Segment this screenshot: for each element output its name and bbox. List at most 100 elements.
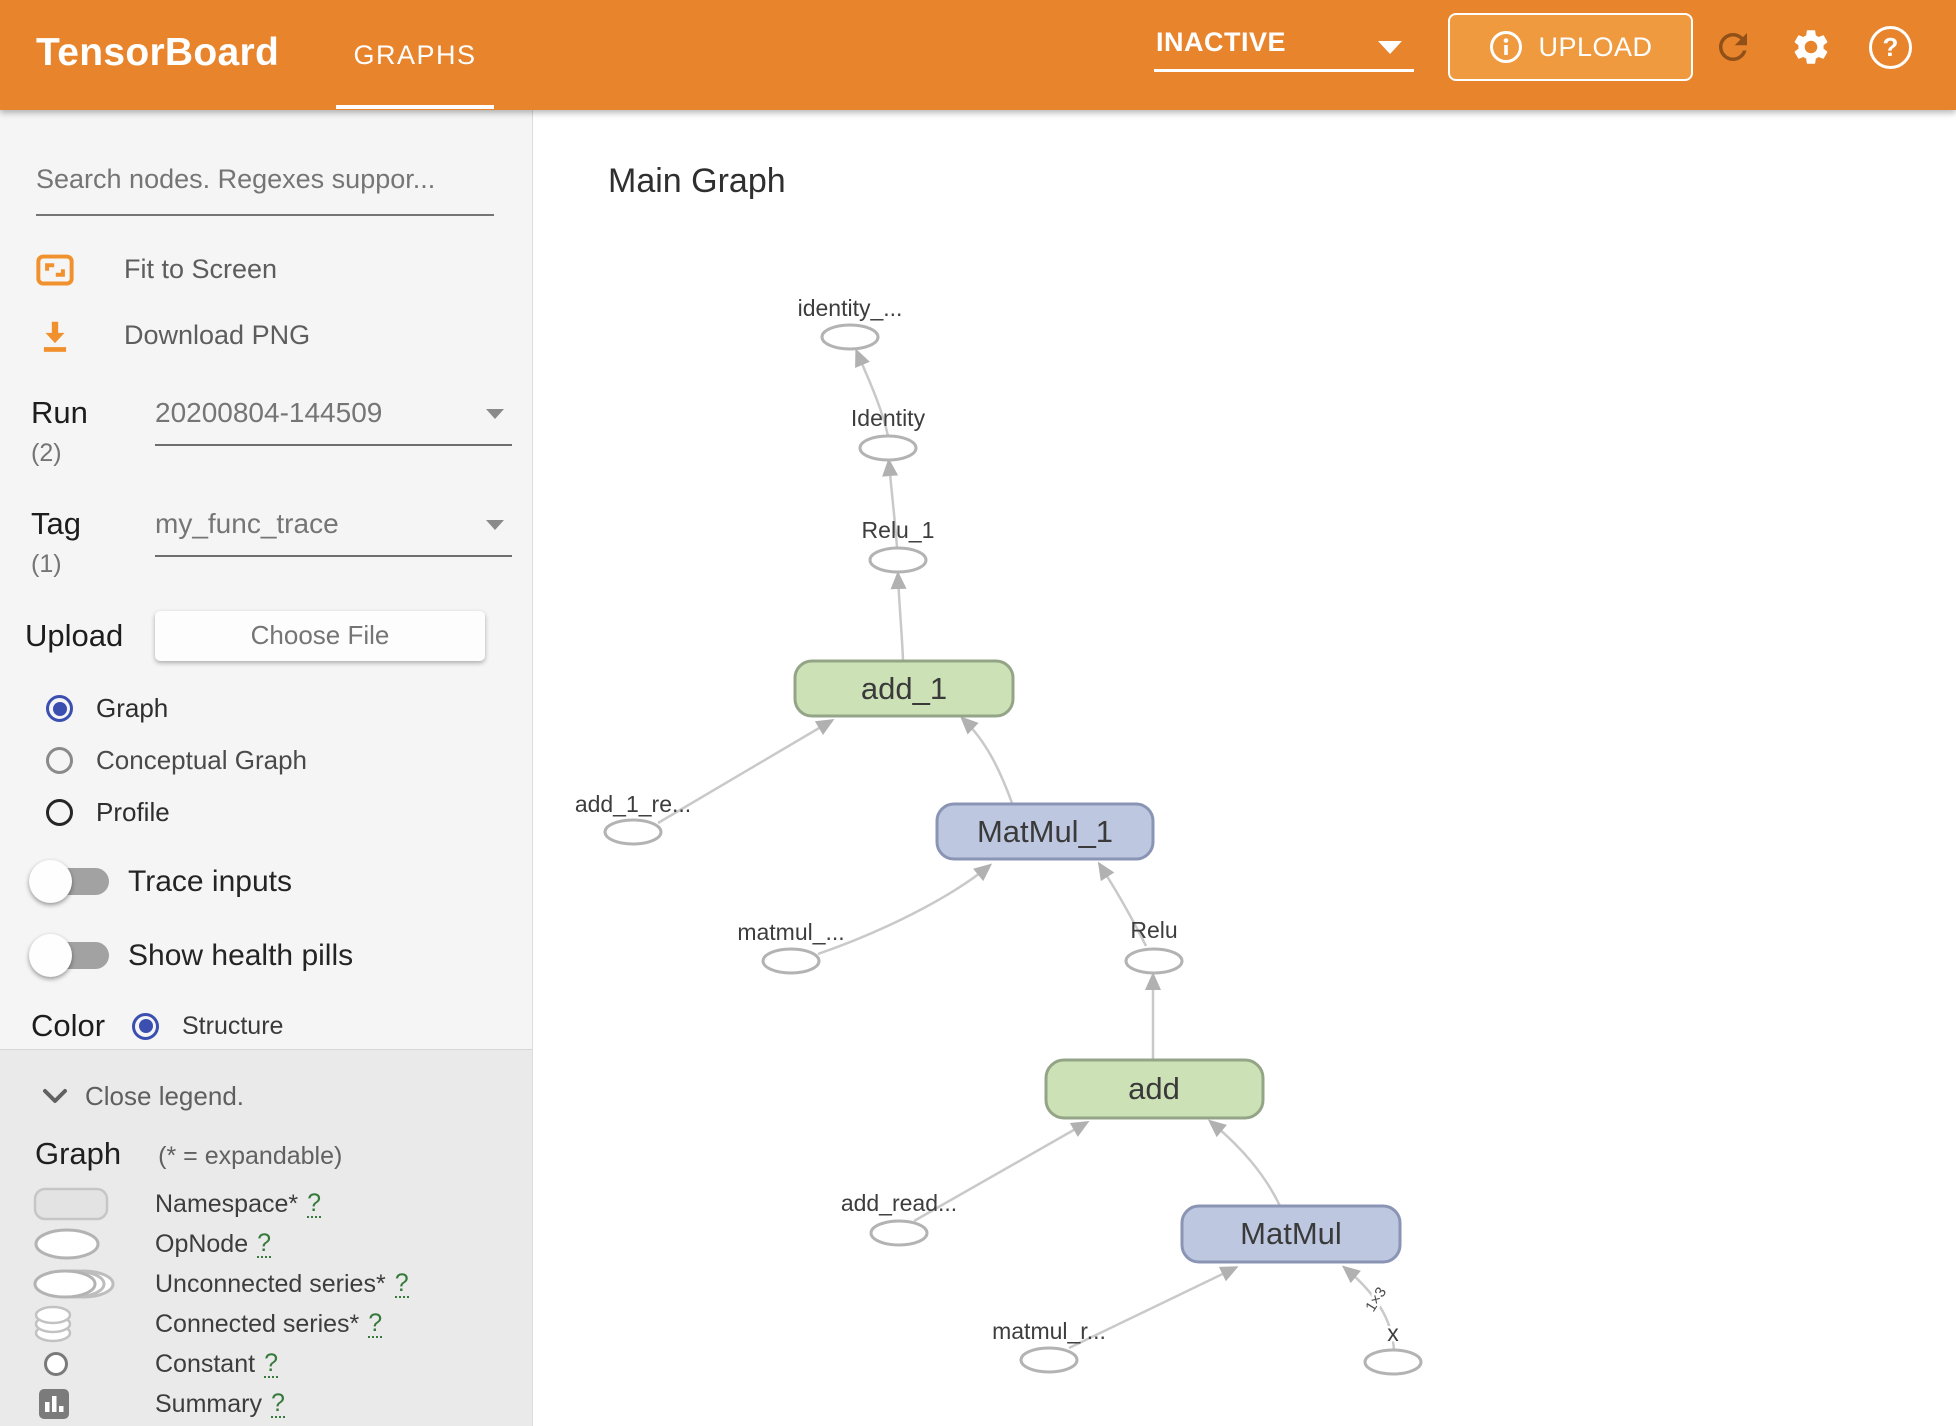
graph-edges: 1×3	[657, 348, 1396, 1351]
radio-option-conceptual-graph[interactable]: Conceptual Graph	[46, 735, 532, 787]
node-label: matmul_...	[737, 919, 844, 945]
color-by-label: Color	[31, 1008, 106, 1044]
upload-file-row: Upload Choose File	[25, 610, 532, 661]
unconnected-series-shape-icon	[33, 1269, 115, 1299]
node-relu-1[interactable]: Relu_1	[862, 517, 935, 574]
edge-add1read-to-add1	[657, 718, 835, 825]
opnode-shape-icon	[34, 1228, 100, 1260]
fit-to-screen-button[interactable]: Fit to Screen	[36, 248, 532, 292]
status-dropdown-underline	[1154, 69, 1414, 72]
node-label: identity_...	[798, 295, 903, 321]
tab-graphs-label: GRAPHS	[353, 39, 477, 70]
legend-item-summary: Summary ?	[0, 1384, 532, 1424]
node-label: MatMul_1	[977, 814, 1113, 849]
download-png-button[interactable]: Download PNG	[36, 314, 532, 358]
legend-item-connected-series: Connected series* ?	[0, 1304, 532, 1344]
help-icon[interactable]: ?	[1869, 26, 1912, 69]
legend-items: Namespace* ? OpNode ?	[0, 1184, 532, 1424]
node-relu[interactable]: Relu	[1124, 917, 1184, 975]
trace-inputs-label: Trace inputs	[128, 864, 292, 898]
edge-relu-to-matmul1	[1097, 861, 1148, 947]
choose-file-button[interactable]: Choose File	[155, 610, 485, 661]
download-png-label: Download PNG	[124, 320, 311, 351]
tag-label: Tag	[31, 506, 81, 542]
tag-field: Tag (1) my_func_trace	[31, 506, 532, 579]
upload-file-label: Upload	[25, 617, 124, 653]
node-matmul[interactable]: MatMul	[1180, 1204, 1402, 1264]
node-add-1[interactable]: add_1	[793, 659, 1015, 718]
legend-item-unconnected-series: Unconnected series* ?	[0, 1264, 532, 1304]
edge-matmul-to-add	[1207, 1119, 1283, 1209]
upload-button[interactable]: UPLOAD	[1448, 13, 1693, 81]
node-matmul-1[interactable]: MatMul_1	[935, 802, 1155, 861]
search-input[interactable]	[36, 164, 494, 216]
help-link[interactable]: ?	[270, 1389, 285, 1419]
edge-matmul1-to-add1	[960, 716, 1014, 804]
settings-gear-icon[interactable]	[1790, 26, 1832, 68]
node-x[interactable]: x	[1363, 1318, 1423, 1376]
constant-shape-icon	[44, 1352, 68, 1377]
node-add-1-read[interactable]: add_1_re...	[575, 791, 691, 846]
toggle-off-icon	[29, 934, 109, 978]
node-label: add_read...	[841, 1190, 957, 1216]
upload-button-label: UPLOAD	[1538, 31, 1653, 62]
sidebar: Fit to Screen Download PNG Run (2) 20200…	[0, 110, 533, 1426]
connected-series-shape-icon	[34, 1306, 72, 1343]
fit-to-screen-label: Fit to Screen	[124, 254, 278, 285]
toggle-group: Trace inputs Show health pills	[0, 859, 532, 979]
tab-graphs[interactable]: GRAPHS	[336, 0, 494, 110]
tag-count: (1)	[31, 549, 62, 578]
chevron-down-icon	[486, 409, 504, 420]
fit-to-screen-icon	[36, 254, 74, 286]
status-dropdown-value: INACTIVE	[1156, 27, 1287, 57]
close-legend-button[interactable]: Close legend.	[42, 1078, 532, 1114]
radio-option-profile[interactable]: Profile	[46, 787, 532, 839]
run-field: Run (2) 20200804-144509	[31, 397, 532, 468]
legend-heading-row: Graph (* = expandable)	[35, 1136, 532, 1174]
run-select[interactable]: 20200804-144509	[155, 397, 512, 447]
refresh-icon[interactable]	[1712, 26, 1754, 68]
help-link[interactable]: ?	[394, 1269, 409, 1299]
node-label: Identity	[851, 405, 926, 431]
header: TensorBoard GRAPHS INACTIVE UPLOAD ?	[0, 0, 1956, 110]
node-identity-out[interactable]: identity_...	[798, 295, 903, 351]
color-structure-radio[interactable]	[132, 1012, 159, 1040]
summary-bar-chart-icon	[39, 1389, 69, 1420]
tag-select-value: my_func_trace	[155, 508, 339, 540]
help-link[interactable]: ?	[264, 1349, 278, 1379]
node-identity[interactable]: Identity	[851, 405, 926, 462]
edge-matmul1read-to-matmul1	[817, 863, 993, 956]
legend-label: Summary	[155, 1389, 262, 1418]
show-health-pills-toggle[interactable]: Show health pills	[29, 933, 532, 979]
color-structure-label: Structure	[182, 1011, 284, 1040]
node-add[interactable]: add	[1044, 1058, 1265, 1120]
help-link[interactable]: ?	[257, 1229, 272, 1259]
help-link[interactable]: ?	[307, 1189, 322, 1219]
legend-label: OpNode	[155, 1229, 249, 1258]
radio-option-conceptual-graph-label: Conceptual Graph	[96, 745, 308, 776]
node-matmul-1-read[interactable]: matmul_...	[737, 919, 845, 975]
node-add-read[interactable]: add_read...	[841, 1190, 957, 1247]
edge-matmulread-to-matmul	[1068, 1266, 1239, 1350]
app-title: TensorBoard	[36, 31, 280, 74]
tag-field-labels: Tag (1)	[31, 506, 155, 579]
radio-unselected-icon	[46, 747, 73, 775]
legend-label: Unconnected series*	[155, 1269, 386, 1298]
node-matmul-read[interactable]: matmul_r...	[992, 1318, 1106, 1374]
legend-label: Constant	[155, 1349, 256, 1378]
help-link[interactable]: ?	[368, 1309, 383, 1339]
trace-inputs-toggle[interactable]: Trace inputs	[29, 859, 532, 905]
main-graph-canvas[interactable]: 1×3 add_1 MatMul_1 add MatMul identity_.…	[534, 110, 1956, 1426]
run-label: Run	[31, 395, 88, 431]
legend-label: Namespace*	[155, 1189, 299, 1218]
search-field-wrap	[36, 164, 494, 216]
tag-select[interactable]: my_func_trace	[155, 508, 512, 558]
radio-selected-icon	[46, 695, 73, 723]
close-legend-label: Close legend.	[85, 1080, 244, 1111]
legend-item-namespace: Namespace* ?	[0, 1184, 532, 1224]
run-select-value: 20200804-144509	[155, 397, 383, 429]
radio-option-profile-label: Profile	[96, 797, 170, 828]
status-dropdown[interactable]: INACTIVE	[1154, 0, 1414, 110]
radio-option-graph[interactable]: Graph	[46, 683, 532, 735]
